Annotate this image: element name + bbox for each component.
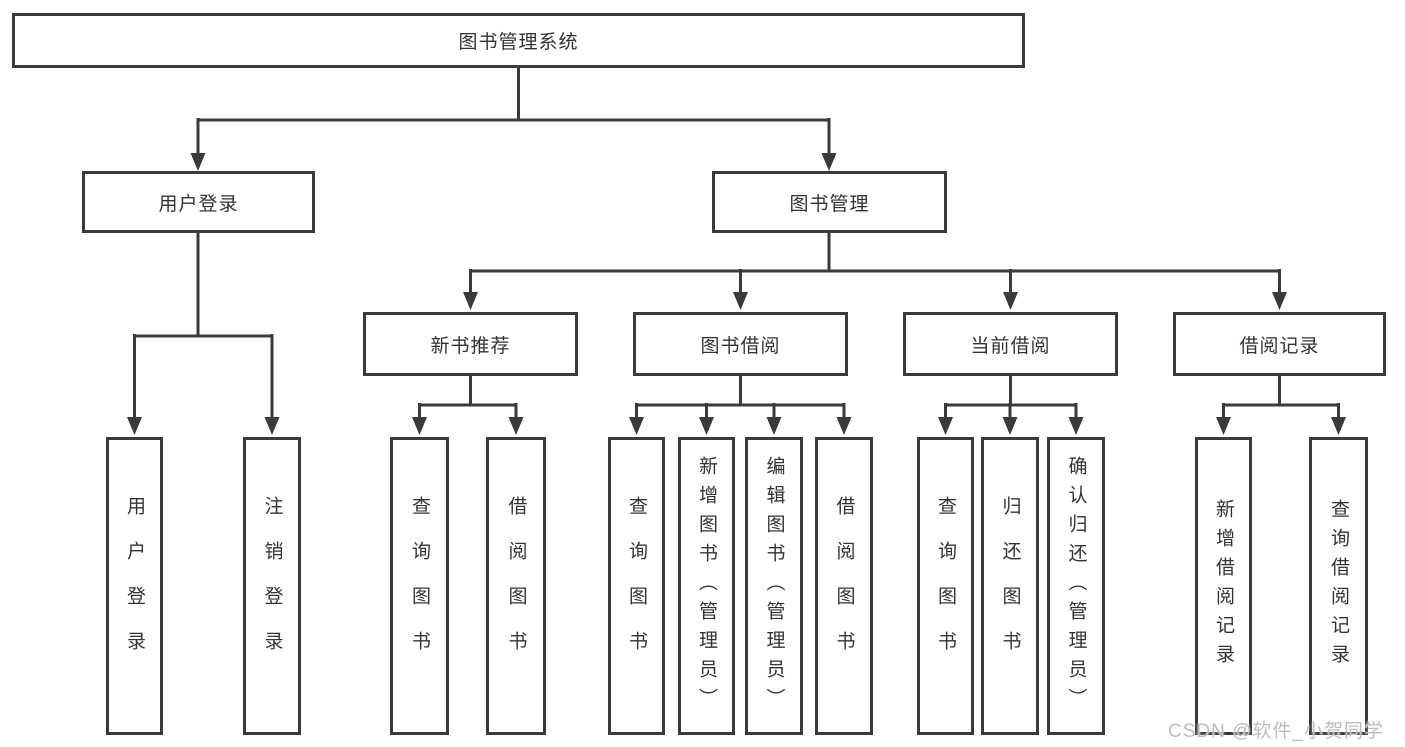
node-borrowing-records: 借阅记录 [1173,312,1386,376]
leaf-logout-label: 注销登录 [261,496,283,676]
node-user-login: 用户登录 [82,171,315,233]
leaf-borrowing-borrow-books: 借阅图书 [815,437,873,735]
node-current-borrowing: 当前借阅 [903,312,1118,376]
node-book-borrowing: 图书借阅 [633,312,848,376]
leaf-current-confirm-return-admin: 确认归还（管理员） [1047,437,1105,735]
leaf-borrowing-edit-books-admin: 编辑图书（管理员） [745,437,803,735]
node-new-book-recommend: 新书推荐 [363,312,578,376]
leaf-current-query-books: 查询图书 [917,437,974,735]
leaf-borrowing-add-books-admin-label: 新增图书（管理员） [696,455,717,717]
leaf-borrowing-add-books-admin: 新增图书（管理员） [678,437,735,735]
leaf-borrowing-query-books-label: 查询图书 [626,496,647,676]
leaf-user-login-label: 用户登录 [124,496,145,676]
leaf-current-query-books-label: 查询图书 [935,496,956,676]
leaf-recommend-borrow-books-label: 借阅图书 [505,496,527,676]
leaf-records-add-record: 新增借阅记录 [1195,437,1252,735]
leaf-recommend-borrow-books: 借阅图书 [486,437,546,735]
leaf-logout: 注销登录 [243,437,301,735]
csdn-watermark: CSDN @软件_小贺同学 [1168,721,1384,742]
leaf-recommend-query-books-label: 查询图书 [409,496,430,676]
leaf-borrowing-borrow-books-label: 借阅图书 [833,496,855,676]
leaf-recommend-query-books: 查询图书 [390,437,449,735]
leaf-borrowing-query-books: 查询图书 [608,437,665,735]
node-root-library-system: 图书管理系统 [12,13,1025,68]
leaf-records-query-record: 查询借阅记录 [1309,437,1368,735]
leaf-user-login: 用户登录 [106,437,163,735]
node-book-management: 图书管理 [712,171,947,233]
leaf-records-add-record-label: 新增借阅记录 [1213,499,1234,673]
leaf-records-query-record-label: 查询借阅记录 [1328,499,1349,673]
leaf-current-confirm-return-admin-label: 确认归还（管理员） [1065,455,1087,717]
leaf-current-return-books: 归还图书 [981,437,1039,735]
leaf-borrowing-edit-books-admin-label: 编辑图书（管理员） [763,455,785,717]
leaf-current-return-books-label: 归还图书 [999,496,1021,676]
